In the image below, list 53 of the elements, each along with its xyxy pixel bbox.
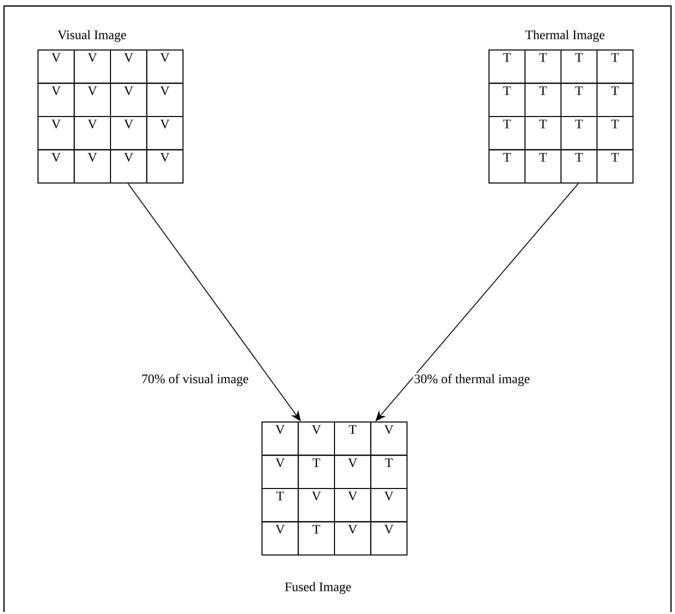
edge-label: 30% of thermal image [413,373,531,387]
edge-label: 70% of visual image [140,373,250,387]
grid-cell: T [596,116,634,150]
grid-title: Fused Image [284,582,351,594]
grid-cell: V [110,116,148,150]
grid-cell: V [334,521,372,556]
grid-cell: V [262,422,299,456]
grid-cell: T [488,149,526,184]
grid-cell: V [74,116,111,150]
grid-cell: V [74,82,111,117]
grid-cell: V [262,454,299,489]
grid-cell: V [298,422,335,456]
grid-cell: V [38,116,75,150]
grid-cell: V [110,50,148,84]
grid-cell: V [370,488,408,522]
grid-cell: V [38,149,75,184]
grid-cell: T [560,149,598,184]
grid-cell: T [334,422,372,456]
grid-cell: T [298,454,335,489]
grid-cell: T [596,82,634,117]
grid-cell: V [298,488,335,522]
grid-cell: T [524,116,562,150]
grid-cell: V [74,50,111,84]
grid-cell: V [110,149,148,184]
grid-title: Thermal Image [525,30,604,42]
grid-cell: T [560,50,598,84]
grid-cell: V [370,521,408,556]
grid-cell: T [488,50,526,84]
grid-cell: T [298,521,335,556]
grid-cell: V [146,50,184,84]
grid-cell: V [146,82,184,117]
grid-cell: V [38,50,75,84]
grid-cell: V [262,521,299,556]
grid-cell: T [524,82,562,117]
grid-title: Visual Image [58,30,126,42]
grid-cell: V [334,488,372,522]
grid-cell: T [488,82,526,117]
grid-cell: V [146,149,184,184]
grid-cell: V [146,116,184,150]
grid-cell: T [524,50,562,84]
grid-cell: V [74,149,111,184]
grid-cell: V [38,82,75,117]
grid-cell: T [370,454,408,489]
grid-cell: T [596,50,634,84]
grid-cell: V [370,422,408,456]
grid-cell: T [560,116,598,150]
grid-cell: T [524,149,562,184]
grid-cell: T [488,116,526,150]
grid-cell: T [560,82,598,117]
grid-cell: V [110,82,148,117]
grid-cell: T [596,149,634,184]
grid-cell: V [334,454,372,489]
grid-cell: T [262,488,299,522]
